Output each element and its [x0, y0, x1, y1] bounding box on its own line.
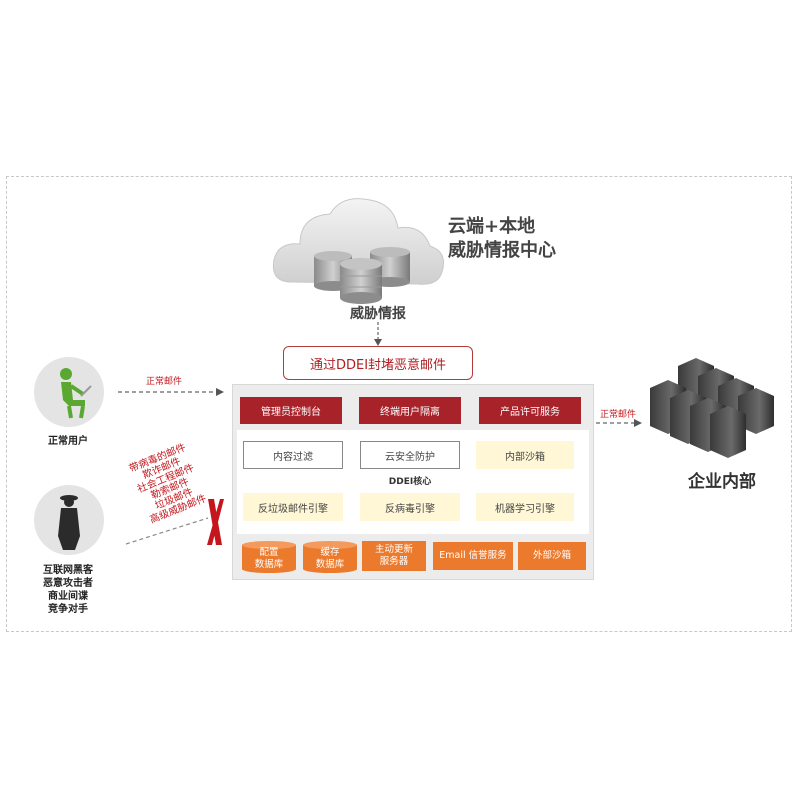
- update-server-line: 主动更新: [374, 544, 413, 555]
- cache-database-text: 缓存 数据库: [303, 547, 357, 571]
- antivirus-engine-box: 反病毒引擎: [360, 493, 460, 521]
- email-reputation-box: Email 信誉服务: [433, 542, 513, 570]
- normal-mail-in-label: 正常邮件: [146, 377, 183, 387]
- attacker-icon: [34, 485, 104, 555]
- end-user-quarantine-box: 终端用户隔离: [359, 397, 461, 424]
- attacker-type: 互联网黑客: [43, 565, 93, 576]
- attacker-type: 竞争对手: [48, 604, 88, 615]
- enterprise-label: 企业内部: [688, 472, 756, 492]
- diagram-frame: [6, 176, 792, 632]
- normal-mail-out-arrow: [596, 419, 642, 427]
- db-label: 缓存: [320, 547, 340, 558]
- db-label: 数据库: [315, 559, 345, 570]
- database-icon: [303, 541, 357, 573]
- block-malicious-mail-box: 通过DDEI封堵恶意邮件: [283, 346, 473, 380]
- cloud-icon: [272, 198, 444, 304]
- content-filter-box: 内容过滤: [243, 441, 343, 469]
- config-database: 配置 数据库: [242, 541, 296, 573]
- intel-arrow: [374, 322, 382, 346]
- cache-database: 缓存 数据库: [303, 541, 357, 573]
- normal-user-label: 正常用户: [48, 436, 88, 447]
- normal-user-icon: [34, 357, 104, 427]
- attackers-label: 互联网黑客 恶意攻击者 商业间谍 竞争对手: [34, 564, 102, 616]
- db-label: 数据库: [254, 559, 284, 570]
- cloud-title-line1: 云端+本地: [448, 216, 536, 237]
- threat-mail-arrow: [126, 517, 209, 545]
- cloud-title: 云端+本地 威胁情报中心: [448, 215, 556, 263]
- threat-intel-label: 威胁情报: [350, 306, 406, 322]
- database-stack-icon: [314, 247, 410, 304]
- normal-mail-in-arrow: [118, 388, 224, 396]
- normal-mail-out-label: 正常邮件: [600, 410, 637, 420]
- server-cluster-icon: [650, 358, 774, 458]
- server-row-front: [650, 380, 746, 458]
- ddei-core-label: DDEI核心: [388, 477, 432, 487]
- external-sandbox-box: 外部沙箱: [518, 542, 586, 570]
- update-server-box: 主动更新 服务器: [362, 541, 426, 571]
- attacker-type: 商业间谍: [48, 591, 88, 602]
- antispam-engine-box: 反垃圾邮件引擎: [243, 493, 343, 521]
- cloud-protection-box: 云安全防护: [360, 441, 460, 469]
- cloud-title-line2: 威胁情报中心: [448, 240, 556, 261]
- server-row-back: [678, 358, 774, 434]
- blocked-x-icon: [207, 499, 224, 545]
- ml-engine-box: 机器学习引擎: [476, 493, 574, 521]
- update-server-line: 服务器: [379, 556, 409, 567]
- config-database-text: 配置 数据库: [242, 547, 296, 571]
- internal-sandbox-box: 内部沙箱: [476, 441, 574, 469]
- license-service-box: 产品许可服务: [479, 397, 581, 424]
- admin-console-box: 管理员控制台: [240, 397, 342, 424]
- database-icon: [242, 541, 296, 573]
- attacker-type: 恶意攻击者: [43, 578, 93, 589]
- db-label: 配置: [259, 547, 279, 558]
